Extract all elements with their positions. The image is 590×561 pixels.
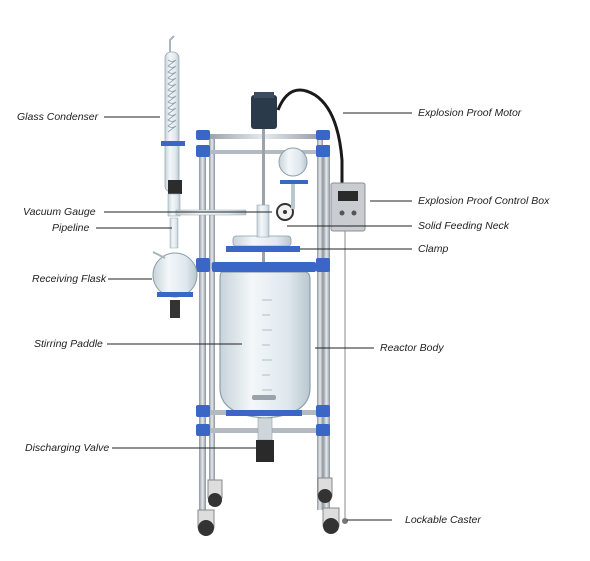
condenser-coil bbox=[167, 59, 177, 133]
feeding-neck bbox=[256, 204, 270, 238]
caster-wheel bbox=[318, 489, 332, 503]
caster-wheel bbox=[198, 520, 214, 536]
flask-valve bbox=[170, 300, 180, 318]
frame-clamp bbox=[196, 130, 210, 140]
flask-side-arm bbox=[152, 251, 166, 259]
stirring-paddle bbox=[252, 395, 276, 400]
frame-pole-right-front bbox=[323, 145, 330, 515]
feeding-flask-ring bbox=[280, 180, 308, 184]
leader-lines-left bbox=[96, 116, 272, 449]
condenser-blue-ring bbox=[161, 141, 185, 146]
reactor-lid bbox=[232, 235, 292, 247]
feeding-flask-stem bbox=[291, 184, 295, 209]
label-reactor-body: Reactor Body bbox=[380, 342, 444, 354]
label-solid-feeding-neck: Solid Feeding Neck bbox=[418, 220, 510, 232]
casters bbox=[197, 477, 340, 536]
frame-clamp bbox=[196, 405, 210, 417]
label-glass-condenser: Glass Condenser bbox=[17, 111, 99, 123]
gauge-center bbox=[283, 210, 287, 214]
frame-clamp bbox=[316, 405, 330, 417]
label-receiving-flask: Receiving Flask bbox=[32, 273, 107, 285]
power-plug bbox=[342, 518, 348, 524]
label-stirring-paddle: Stirring Paddle bbox=[34, 338, 103, 350]
frame-pole-left-rear bbox=[209, 135, 215, 505]
frame-clamp bbox=[196, 145, 210, 157]
control-box bbox=[330, 182, 366, 232]
motor-top bbox=[254, 92, 274, 98]
control-knob bbox=[351, 210, 357, 216]
control-knob bbox=[339, 210, 345, 216]
label-lockable-caster: Lockable Caster bbox=[405, 514, 481, 526]
frame-pole-right-rear bbox=[317, 135, 323, 510]
caster-wheel bbox=[208, 493, 222, 507]
flask-neck bbox=[169, 217, 179, 249]
discharge-valve-body bbox=[257, 417, 273, 441]
frame-clamp bbox=[196, 258, 210, 272]
condenser-clamp bbox=[168, 180, 182, 194]
condenser-top-inlet bbox=[169, 35, 175, 52]
flask-blue-ring bbox=[157, 292, 193, 297]
reactor-scale bbox=[262, 299, 272, 391]
label-explosion-proof-motor: Explosion Proof Motor bbox=[418, 107, 522, 119]
motor-body bbox=[251, 95, 277, 129]
frame-clamp bbox=[196, 424, 210, 436]
frame-clamp bbox=[316, 145, 330, 157]
leader-lines-right bbox=[287, 112, 412, 521]
frame-clamp bbox=[316, 130, 330, 140]
reactor-flange bbox=[212, 262, 316, 272]
label-discharging-valve: Discharging Valve bbox=[25, 442, 110, 454]
label-explosion-proof-control-box: Explosion Proof Control Box bbox=[418, 195, 550, 207]
control-box-display bbox=[338, 191, 358, 201]
discharge-valve-handle bbox=[256, 440, 274, 462]
frame-clamp bbox=[316, 424, 330, 436]
frame-clamp bbox=[316, 258, 330, 272]
receiving-flask bbox=[152, 252, 198, 298]
reactor-bottom-ring bbox=[226, 410, 302, 416]
frame-pole-left-front bbox=[199, 145, 206, 515]
label-vacuum-gauge: Vacuum Gauge bbox=[23, 206, 96, 218]
motor-cable bbox=[276, 88, 344, 185]
lid-clamp bbox=[226, 246, 300, 252]
label-clamp: Clamp bbox=[418, 243, 449, 255]
condenser-tube bbox=[164, 51, 180, 193]
feeding-flask bbox=[278, 147, 308, 177]
label-pipeline: Pipeline bbox=[52, 222, 90, 234]
caster-wheel bbox=[323, 518, 339, 534]
